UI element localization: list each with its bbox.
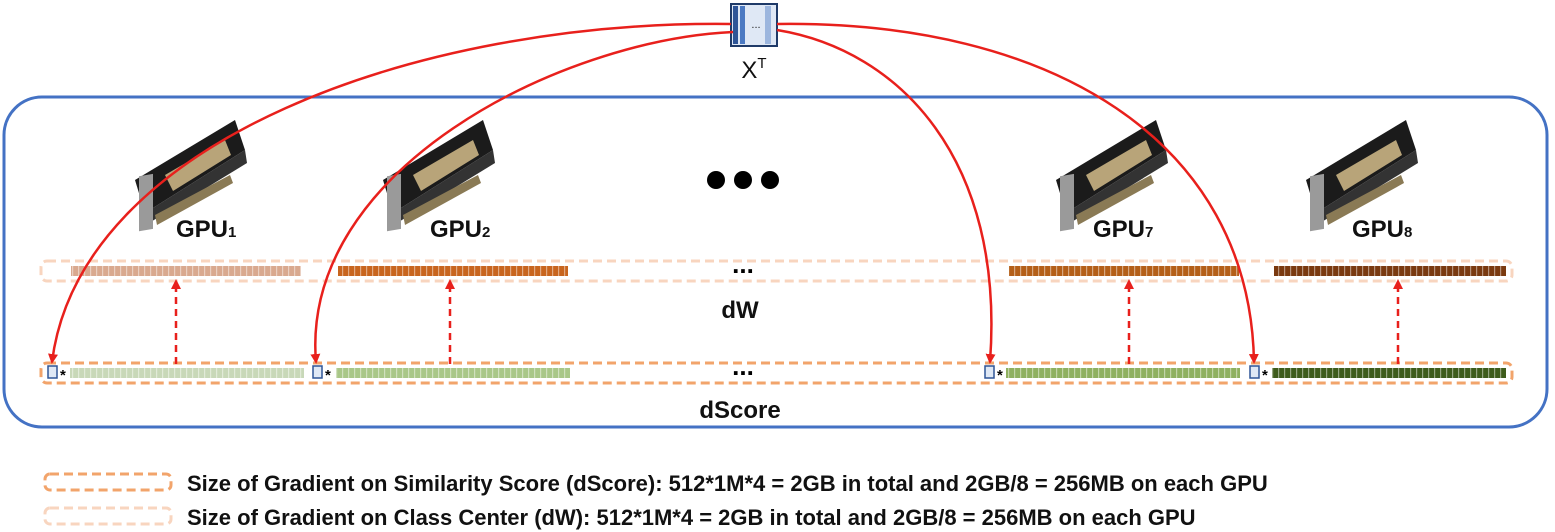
curve-arrow-7	[776, 28, 996, 364]
xt-label: XT	[741, 55, 766, 84]
legend-dscore-text: Size of Gradient on Similarity Score (dS…	[187, 471, 1268, 496]
gpu-cluster-frame	[2, 95, 1549, 429]
xt-mini-icon-2	[312, 365, 323, 379]
dscore-ellipsis: ...	[732, 351, 754, 381]
dscore-label: dScore	[699, 397, 780, 424]
dw-row-border	[39, 259, 1514, 283]
legend-dw-text: Size of Gradient on Class Center (dW): 5…	[187, 505, 1196, 530]
xt-mini-icon-8	[1249, 365, 1260, 379]
gpu-card-2	[383, 120, 495, 232]
legend-dscore-swatch	[43, 472, 173, 492]
gpu-ellipsis	[707, 171, 779, 189]
gpu-label-7: GPU7	[1093, 216, 1153, 243]
dw-ellipsis: ...	[732, 249, 754, 279]
dw-label: dW	[721, 297, 759, 324]
xt-mini-icon-7	[984, 365, 995, 379]
gpu-label-1: GPU1	[176, 216, 236, 243]
xt-mini-icon-1	[47, 365, 58, 379]
xt-glyph: ...	[751, 19, 760, 31]
curve-arrow-2	[310, 30, 734, 364]
star-7: *	[997, 367, 1003, 384]
gpu-card-8	[1306, 120, 1418, 232]
dscore-row-border	[39, 361, 1514, 385]
star-8: *	[1262, 367, 1268, 384]
legend-dw-swatch	[43, 506, 173, 526]
gpu-label-2: GPU2	[430, 216, 490, 243]
gpu-label-8: GPU8	[1352, 216, 1412, 243]
star-1: *	[60, 367, 66, 384]
gpu-card-7	[1056, 120, 1168, 232]
star-2: *	[325, 367, 331, 384]
curve-arrow-8	[776, 22, 1259, 364]
curve-arrow-1	[48, 22, 732, 364]
xt-matrix: ...	[730, 3, 778, 47]
